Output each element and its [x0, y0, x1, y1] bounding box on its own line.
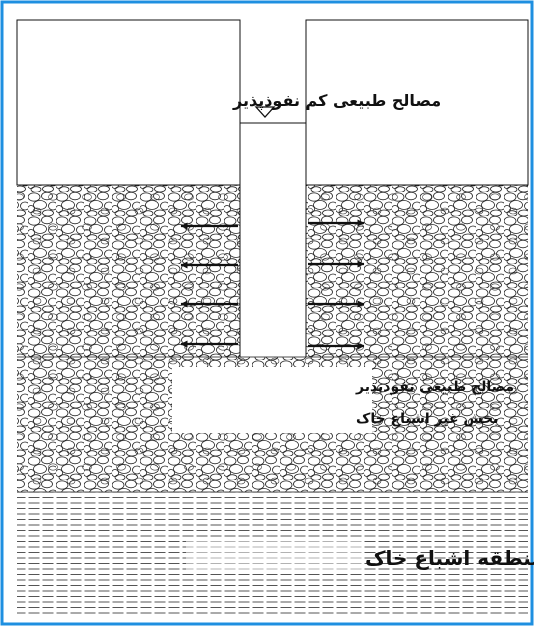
water-level-triangle-icon	[254, 106, 276, 118]
well-shaft	[240, 20, 306, 357]
unsaturated-zone-label: بخش غیر اشباع خاک	[356, 411, 499, 427]
saturated-zone-label: منطقه اشباع خاک	[365, 546, 534, 570]
permeable-material-label: مصالح طبیعی نفوذپذیر	[355, 379, 514, 395]
low-permeability-block-left	[16, 19, 241, 186]
label-box	[172, 367, 372, 433]
saturated-label-backdrop	[186, 540, 362, 572]
low-permeability-block-right	[305, 19, 529, 186]
infiltration-arrows-right	[308, 219, 365, 350]
infiltration-arrows-left	[180, 222, 238, 348]
low-permeability-label: مصالح طبیعی کم نفوذپذیر	[232, 91, 441, 111]
